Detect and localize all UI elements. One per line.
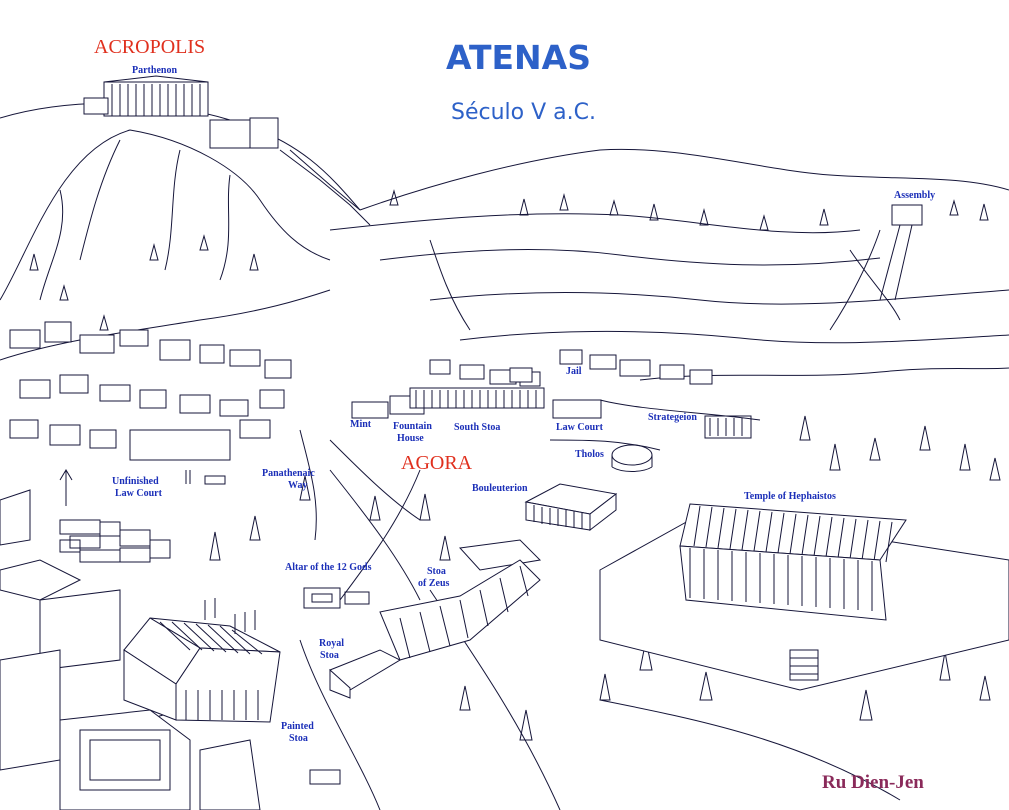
unfinished-law-court-ruins: [59, 470, 226, 563]
label-stoa-of-zeus-2: of Zeus: [418, 578, 450, 589]
artist-credit: Ru Dien-Jen: [822, 772, 924, 793]
label-stoa-of-zeus-1: Stoa: [427, 566, 446, 577]
label-altar-of-12-gods: Altar of the 12 Gods: [285, 562, 372, 573]
painted-stoa-building: [123, 617, 281, 723]
label-panathenaic-way-1: Panathenaic: [262, 468, 315, 479]
label-fountain-house-1: Fountain: [393, 421, 432, 432]
lower-left-buildings: [0, 489, 261, 810]
temple-of-hephaistos-building: [599, 503, 1009, 691]
bouleuterion-building: [524, 483, 618, 532]
label-unfinished-law-court-2: Law Court: [115, 488, 162, 499]
stoa-of-zeus-building: [329, 539, 542, 699]
altar-and-monuments: [59, 469, 370, 785]
acropolis-region-label: ACROPOLIS: [94, 36, 206, 58]
agora-region-label: AGORA: [401, 452, 473, 474]
label-bouleuterion: Bouleuterion: [472, 483, 528, 494]
label-assembly: Assembly: [894, 190, 936, 201]
label-strategeion: Strategeion: [648, 412, 697, 423]
label-temple-of-hephaistos: Temple of Hephaistos: [744, 491, 836, 502]
label-tholos: Tholos: [575, 449, 604, 460]
label-mint: Mint: [350, 419, 372, 430]
label-south-stoa: South Stoa: [454, 422, 501, 433]
label-fountain-house-2: House: [397, 433, 424, 444]
label-parthenon: Parthenon: [132, 65, 177, 76]
acropolis-buildings: [83, 75, 371, 226]
label-law-court: Law Court: [556, 422, 603, 433]
map-title: ATENAS: [446, 38, 591, 77]
label-panathenaic-way-2: Way: [288, 480, 308, 491]
label-unfinished-law-court-1: Unfinished: [112, 476, 159, 487]
label-jail: Jail: [566, 366, 582, 377]
label-painted-stoa-1: Painted: [281, 721, 314, 732]
label-royal-stoa-1: Royal: [319, 638, 344, 649]
south-agora-buildings: [351, 204, 923, 472]
roads: [329, 239, 761, 601]
label-royal-stoa-2: Stoa: [320, 650, 339, 661]
map-subtitle: Século V a.C.: [451, 100, 596, 125]
label-painted-stoa-2: Stoa: [289, 733, 308, 744]
house-clusters: [9, 321, 713, 461]
